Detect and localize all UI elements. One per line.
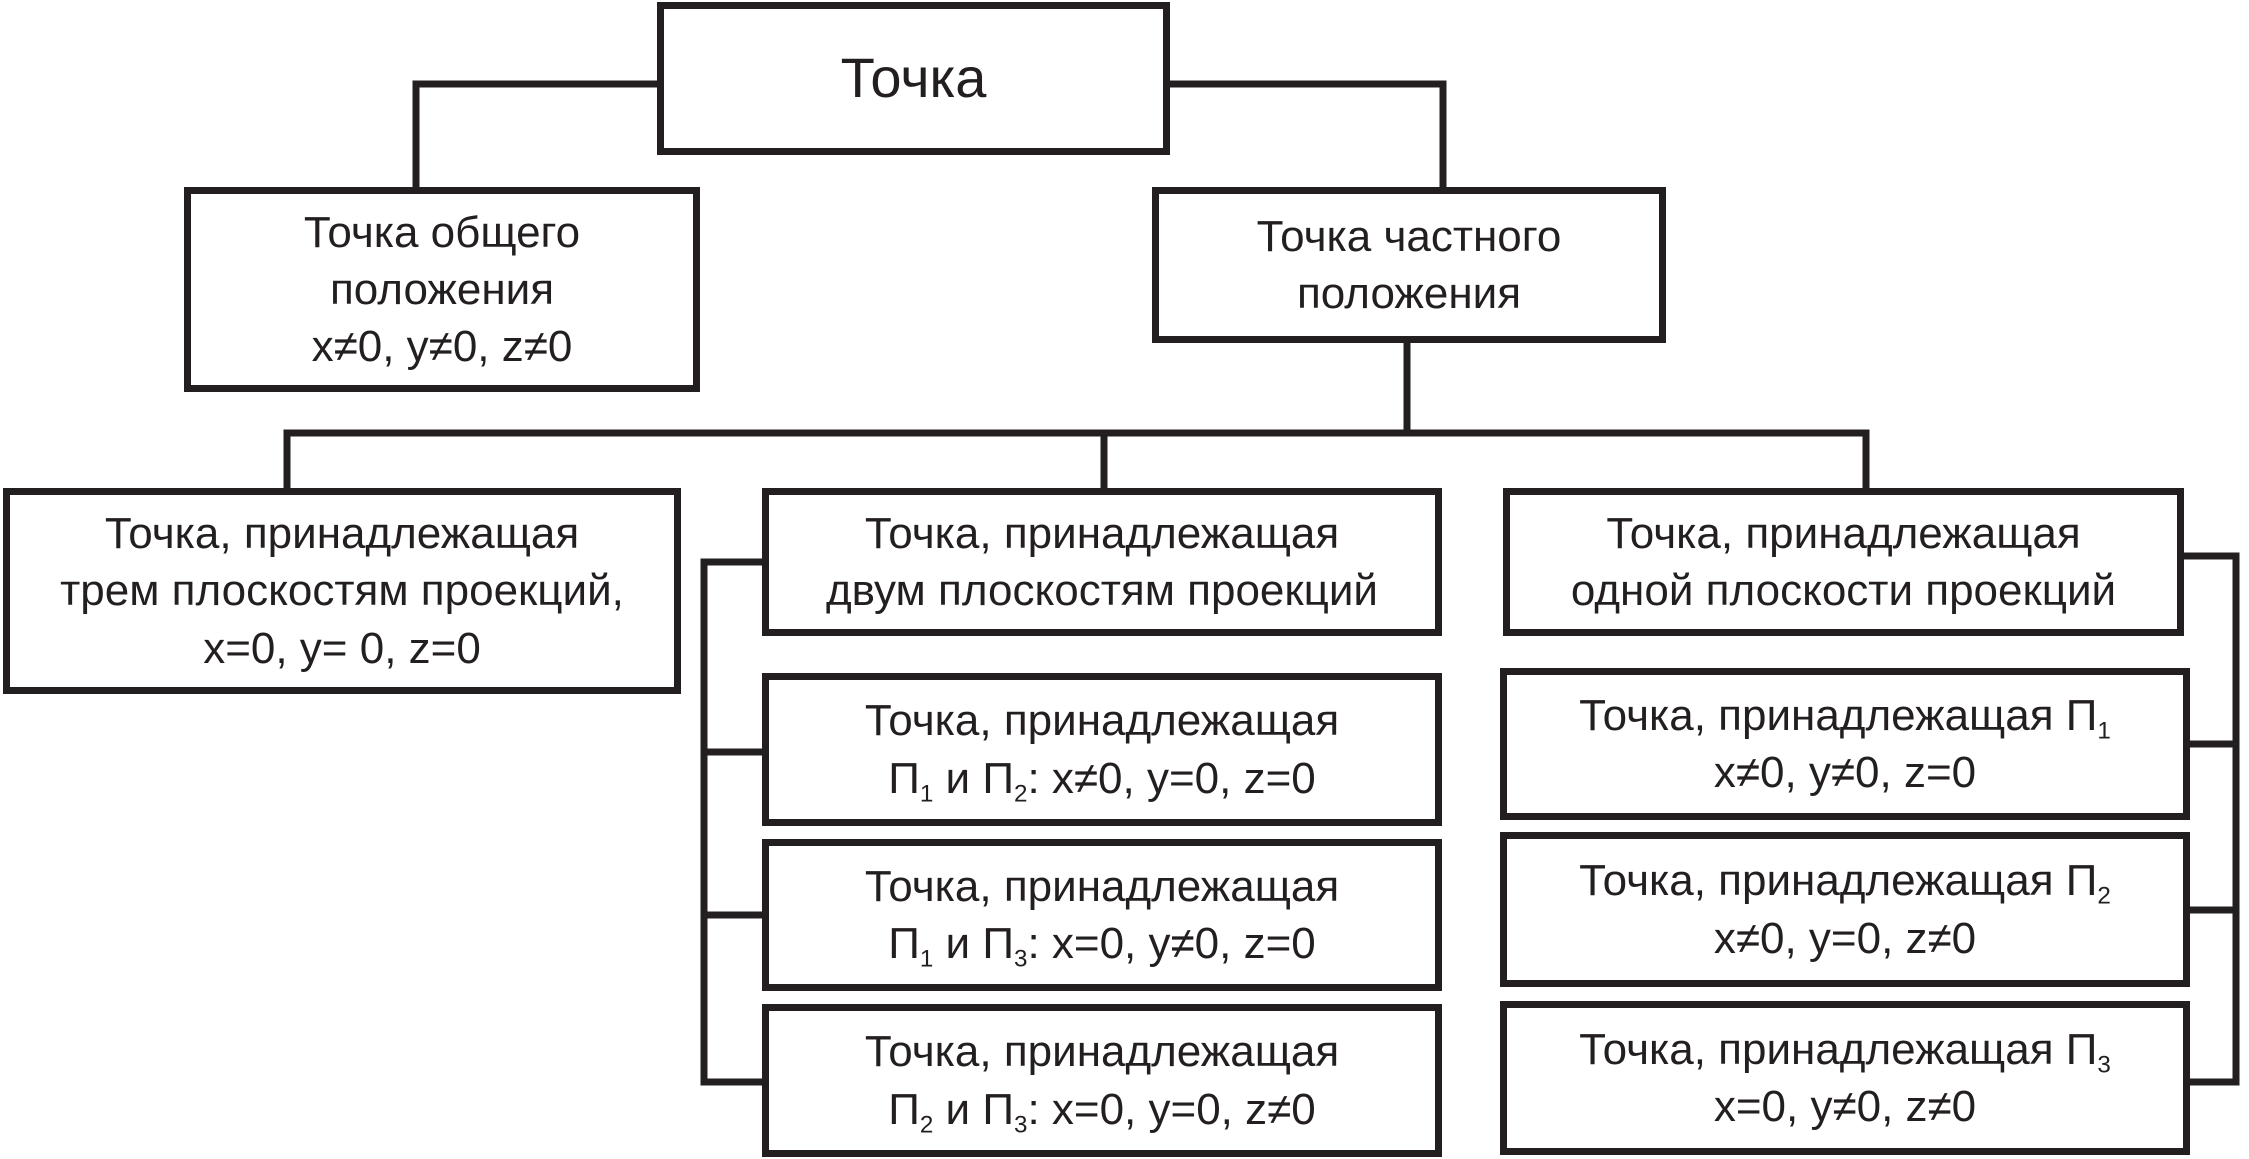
plane-a: П — [888, 1084, 920, 1134]
plane-b: П — [982, 919, 1014, 968]
coordinate-condition: : x≠0, y=0, z=0 — [1027, 753, 1316, 803]
node-three-line2: трем плоскостям проекций, — [60, 566, 624, 616]
node-particular-line2: положения — [1296, 269, 1522, 318]
node-pi1-line1: Точка, принадлежащая П1 — [1579, 687, 2111, 744]
node-p2-p3: Точка, принадлежащая П2 и П3: x=0, y=0, … — [762, 1004, 1442, 1157]
coordinate-condition: : x=0, y=0, z≠0 — [1027, 1084, 1316, 1134]
node-on-p2: Точка, принадлежащая П2 x≠0, y=0, z≠0 — [1500, 832, 2190, 987]
plane-a-index: 1 — [919, 779, 934, 807]
node-p23-line2: П2 и П3: x=0, y=0, z≠0 — [888, 1081, 1316, 1138]
plane-index: 1 — [2097, 717, 2111, 745]
node-p23-line1: Точка, принадлежащая — [864, 1027, 1340, 1077]
node-on-p1: Точка, принадлежащая П1 x≠0, y≠0, z=0 — [1500, 668, 2190, 820]
conjunction: и — [933, 753, 983, 803]
edge-root-general — [412, 80, 661, 191]
plane-b: П — [982, 753, 1014, 803]
node-p12-line1: Точка, принадлежащая — [864, 696, 1340, 746]
node-general-line3: x≠0, y≠0, z≠0 — [311, 322, 573, 372]
edge-one-bracket — [2180, 552, 2240, 1086]
plane-a-index: 2 — [919, 1110, 934, 1138]
node-p13-line1: Точка, принадлежащая — [864, 861, 1340, 911]
conjunction: и — [933, 919, 983, 968]
lead-text: Точка, принадлежащая П — [1579, 1024, 2098, 1074]
node-on-p3: Точка, принадлежащая П3 x=0, y≠0, z≠0 — [1500, 1001, 2190, 1155]
node-pi1-line2: x≠0, y≠0, z=0 — [1713, 748, 1977, 797]
node-pi3-line1: Точка, принадлежащая П3 — [1579, 1021, 2111, 1078]
plane-b-index: 2 — [1013, 779, 1028, 807]
node-pi2-line2: x≠0, y=0, z≠0 — [1713, 913, 1977, 963]
node-two-planes: Точка, принадлежащая двум плоскостям про… — [762, 488, 1442, 636]
node-p1-p2: Точка, принадлежащая П1 и П2: x≠0, y=0, … — [762, 673, 1442, 826]
node-pi2-line1: Точка, принадлежащая П2 — [1579, 852, 2111, 909]
node-p1-p3: Точка, принадлежащая П1 и П3: x=0, y≠0, … — [762, 839, 1442, 991]
node-one-plane: Точка, принадлежащая одной плоскости про… — [1503, 488, 2184, 636]
lead-text: Точка, принадлежащая П — [1579, 690, 2098, 740]
node-one-line1: Точка, принадлежащая — [1606, 508, 2081, 558]
node-point: Точка — [657, 2, 1170, 155]
coordinate-condition: : x=0, y≠0, z=0 — [1027, 919, 1316, 968]
lead-text: Точка, принадлежащая П — [1579, 856, 2098, 906]
plane-a: П — [888, 919, 920, 968]
plane-index: 2 — [2097, 882, 2111, 910]
plane-a: П — [888, 753, 920, 803]
node-point-label: Точка — [840, 46, 987, 110]
node-p13-line2: П1 и П3: x=0, y≠0, z=0 — [888, 915, 1316, 972]
node-particular-line1: Точка частного — [1256, 211, 1562, 261]
node-general-line2: положения — [329, 264, 555, 314]
node-one-line2: одной плоскости проекций — [1570, 566, 2117, 615]
plane-b-index: 3 — [1013, 945, 1028, 973]
plane-b-index: 3 — [1013, 1110, 1028, 1138]
plane-b: П — [982, 1084, 1014, 1134]
node-particular-position: Точка частного положения — [1152, 187, 1666, 343]
node-three-planes: Точка, принадлежащая трем плоскостям про… — [3, 488, 681, 694]
edge-root-particular — [1166, 80, 1447, 191]
node-p12-line2: П1 и П2: x≠0, y=0, z=0 — [888, 750, 1316, 807]
plane-a-index: 1 — [919, 945, 934, 973]
node-two-line2: двум плоскостям проекций — [825, 566, 1379, 615]
plane-index: 3 — [2097, 1051, 2111, 1079]
edge-two-bracket — [700, 558, 766, 1086]
node-three-line3: x=0, y= 0, z=0 — [203, 623, 481, 673]
node-general-line1: Точка общего — [303, 207, 581, 257]
node-pi3-line2: x=0, y≠0, z≠0 — [1713, 1082, 1977, 1131]
node-three-line1: Точка, принадлежащая — [104, 509, 580, 559]
node-two-line1: Точка, принадлежащая — [864, 508, 1340, 558]
node-general-position: Точка общего положения x≠0, y≠0, z≠0 — [184, 187, 700, 392]
conjunction: и — [933, 1084, 983, 1134]
